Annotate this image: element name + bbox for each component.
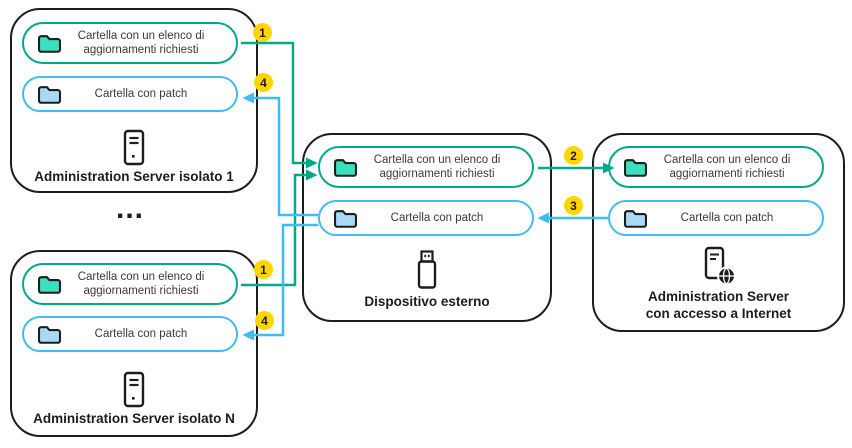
usb-drive-icon	[412, 249, 442, 291]
patch-folder-label: Cartella con patch	[94, 88, 188, 100]
folder-green-icon	[623, 157, 648, 177]
more-servers-ellipsis: ...	[115, 192, 144, 225]
patch-folder-pill: Cartella con patch	[608, 200, 824, 236]
folder-blue-icon	[623, 208, 648, 228]
step-badge-1: 1	[253, 23, 272, 42]
folder-blue-icon	[333, 208, 358, 228]
patch-folder-label: Cartella con patch	[390, 212, 484, 224]
patch-folder-label: Cartella con patch	[680, 212, 774, 224]
step-badge-1: 1	[254, 260, 273, 279]
folder-blue-icon	[37, 84, 62, 104]
folder-green-icon	[333, 157, 358, 177]
patch-folder-label: Cartella con patch	[94, 328, 188, 340]
node-title: Administration Server isolato 1	[34, 169, 234, 184]
patch-folder-pill: Cartella con patch	[318, 200, 534, 236]
folder-green-icon	[37, 33, 62, 53]
patch-folder-pill: Cartella con patch	[22, 316, 238, 352]
server-globe-icon	[700, 245, 738, 289]
server-tower-icon	[121, 128, 147, 168]
step-badge-3: 3	[564, 196, 583, 215]
step-badge-4: 4	[254, 73, 273, 92]
node-title: Administration Server isolato N	[33, 411, 235, 426]
server-tower-icon	[121, 370, 147, 410]
folder-green-icon	[37, 274, 62, 294]
node-title: Dispositivo esterno	[364, 294, 490, 309]
step-badge-4: 4	[255, 311, 274, 330]
folder-blue-icon	[37, 324, 62, 344]
patch-folder-pill: Cartella con patch	[22, 76, 238, 112]
step-badge-2: 2	[564, 146, 583, 165]
